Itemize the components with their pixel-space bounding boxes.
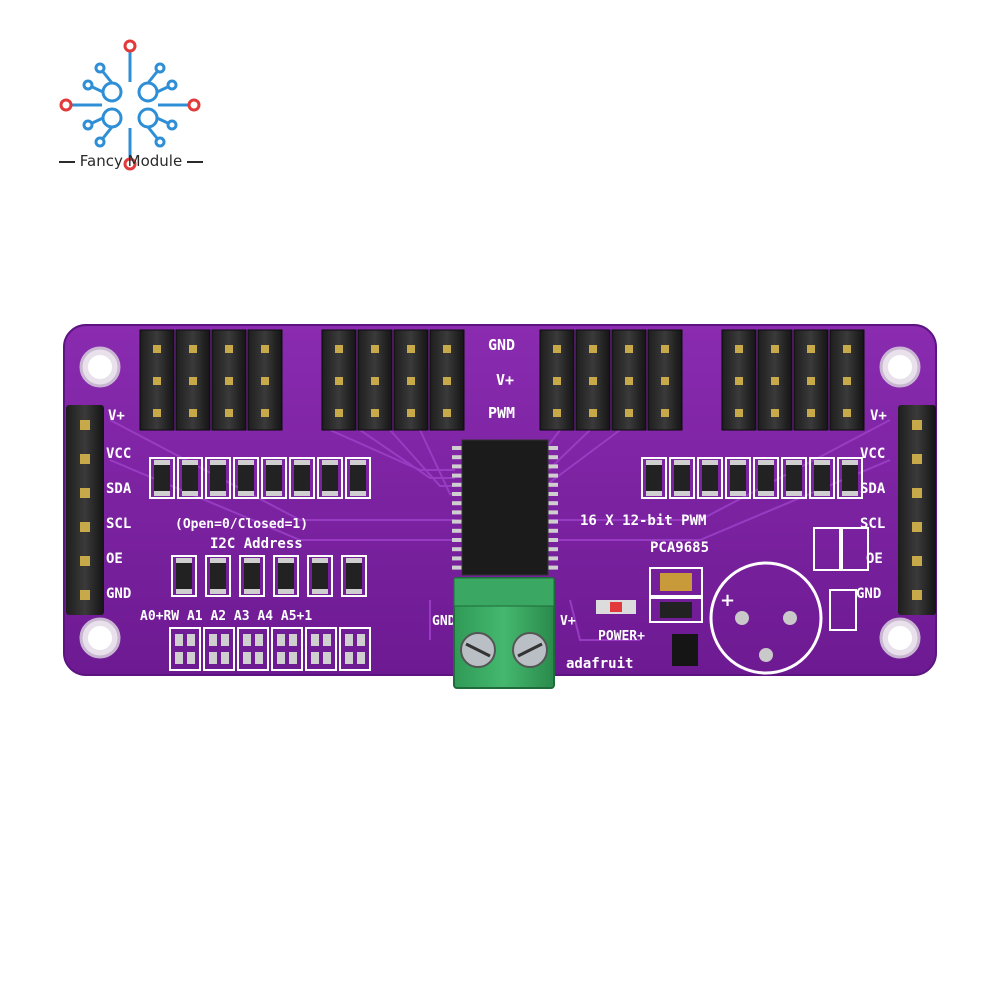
smd-resistor bbox=[307, 555, 333, 597]
rail-label-gnd: GND bbox=[488, 336, 515, 354]
terminal-label-vplus: V+ bbox=[560, 614, 576, 629]
address-title: I2C Address bbox=[210, 536, 303, 552]
power-label: POWER+ bbox=[598, 629, 645, 644]
smd-resistor bbox=[781, 457, 807, 499]
smd-resistor bbox=[289, 457, 315, 499]
rail-label-pwm: PWM bbox=[488, 404, 515, 422]
smd-resistor bbox=[205, 555, 231, 597]
mounting-hole-icon bbox=[79, 346, 921, 659]
pca9685-chip bbox=[452, 439, 558, 576]
terminal-label-gnd: GND bbox=[432, 614, 456, 629]
servo-header-block bbox=[139, 329, 865, 431]
brand-logo-icon bbox=[59, 39, 201, 171]
left-pin-label-oe: OE bbox=[106, 551, 123, 567]
left-pin-label-sda: SDA bbox=[106, 481, 132, 497]
smd-resistor bbox=[317, 457, 343, 499]
right-pin-label-gnd: GND bbox=[856, 586, 881, 602]
rail-label-vplus: V+ bbox=[496, 371, 514, 389]
smd-resistor bbox=[697, 457, 723, 499]
chip-name: PCA9685 bbox=[650, 540, 709, 556]
svg-text:+: + bbox=[720, 590, 735, 611]
capacitor-footprint: + bbox=[709, 561, 823, 675]
smd-resistor bbox=[177, 457, 203, 499]
smd-resistor bbox=[641, 457, 667, 499]
smd-resistor bbox=[809, 457, 835, 499]
smd-resistor bbox=[233, 457, 259, 499]
right-pin-label-scl: SCL bbox=[860, 516, 885, 532]
smd-resistor bbox=[341, 555, 367, 597]
right-pin-label-sda: SDA bbox=[860, 481, 886, 497]
smd-components bbox=[596, 527, 869, 666]
address-pins: A0+RW A1 A2 A3 A4 A5+1 bbox=[140, 609, 312, 624]
smd-resistor bbox=[171, 555, 197, 597]
brand-name: Fancy Module bbox=[46, 152, 216, 170]
right-pin-label-vplus: V+ bbox=[870, 408, 887, 424]
resistor-array bbox=[149, 457, 863, 597]
right-pin-label-oe: OE bbox=[866, 551, 883, 567]
screw-terminal-block bbox=[453, 577, 555, 689]
smd-resistor bbox=[725, 457, 751, 499]
left-pin-label-gnd: GND bbox=[106, 586, 131, 602]
brand-name-text: Fancy Module bbox=[79, 152, 183, 170]
smd-resistor bbox=[239, 555, 265, 597]
left-pin-label-vplus: V+ bbox=[108, 408, 125, 424]
smd-resistor bbox=[669, 457, 695, 499]
left-pin-label-scl: SCL bbox=[106, 516, 131, 532]
side-header-left bbox=[66, 405, 104, 615]
smd-resistor bbox=[261, 457, 287, 499]
channel-spec: 16 X 12-bit PWM bbox=[580, 513, 706, 529]
right-pin-label-vcc: VCC bbox=[860, 446, 885, 462]
smd-resistor bbox=[149, 457, 175, 499]
side-header-right bbox=[898, 405, 936, 615]
smd-resistor bbox=[837, 457, 863, 499]
address-note: (Open=0/Closed=1) bbox=[175, 517, 308, 532]
smd-resistor bbox=[345, 457, 371, 499]
smd-resistor bbox=[753, 457, 779, 499]
address-jumper-pads bbox=[169, 627, 371, 671]
smd-resistor bbox=[205, 457, 231, 499]
vendor-label: adafruit bbox=[566, 656, 633, 672]
left-pin-label-vcc: VCC bbox=[106, 446, 131, 462]
smd-resistor bbox=[273, 555, 299, 597]
